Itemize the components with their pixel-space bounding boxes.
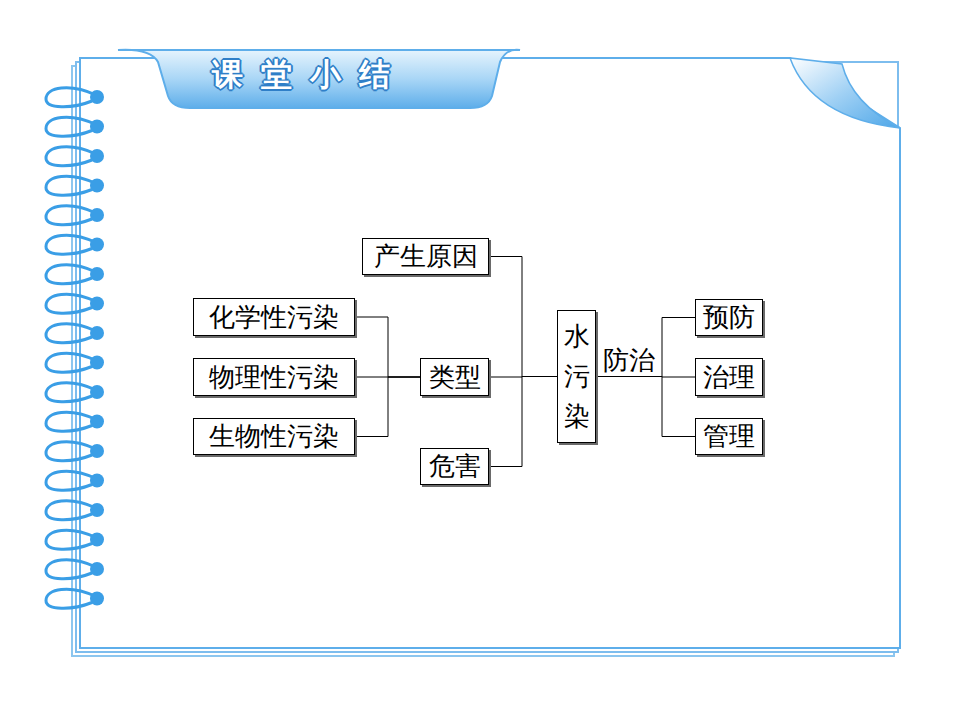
box-text: 化学性污染 [209,300,339,335]
concept-box: 化学性污染 [193,298,355,336]
bracket-connector [355,377,420,437]
box-text: 危害 [429,449,481,484]
spiral-hole [90,267,104,281]
spiral-hole [90,592,104,606]
spiral-ring [46,383,96,402]
spiral-ring [46,265,96,284]
spiral-ring [46,501,96,520]
spiral-ring [46,471,96,490]
box-text: 预防 [703,300,755,335]
bracket-connector [596,318,695,377]
slide-title: 课堂小结 [150,54,470,96]
spiral-hole [90,503,104,517]
concept-box: 管理 [695,418,763,455]
spiral-hole [90,179,104,193]
spiral-hole [90,444,104,458]
spiral-ring [46,412,96,431]
spiral-hole [90,120,104,134]
spiral-hole [90,415,104,429]
box-text: 类型 [429,360,481,395]
spiral-hole [90,562,104,576]
spiral-ring [46,117,96,136]
spiral-hole [90,90,104,104]
box-text: 物理性污染 [209,360,339,395]
spiral-ring [46,530,96,549]
concept-box: 治理 [695,358,763,396]
spiral-hole [90,356,104,370]
concept-box: 预防 [695,299,763,336]
concept-box: 生物性污染 [193,418,355,455]
spiral-hole [90,238,104,252]
edge-label: 防治 [603,343,655,378]
spiral-ring [46,88,96,107]
bracket-connector [489,377,557,467]
spiral-hole [90,149,104,163]
spiral-hole [90,326,104,340]
bracket-connector [355,377,420,378]
spiral-ring [46,324,96,343]
spiral-ring [46,206,96,225]
spiral-hole [90,533,104,547]
box-text: 管理 [703,419,755,454]
spiral-ring [46,442,96,461]
bracket-connector [489,257,557,377]
spiral-ring [46,589,96,608]
main-sheet [80,58,900,648]
bracket-connector [355,317,420,377]
box-text: 生物性污染 [209,419,339,454]
spiral-hole [90,474,104,488]
bracket-connector [596,376,695,378]
concept-box: 类型 [420,358,489,396]
concept-box: 产生原因 [362,238,489,275]
box-text: 治理 [703,360,755,395]
spiral-binding [46,88,104,609]
concept-box: 危害 [420,448,489,485]
spiral-ring [46,294,96,313]
box-text: 产生原因 [374,239,478,274]
spiral-hole [90,385,104,399]
page-curl [790,58,900,128]
spiral-hole [90,297,104,311]
bracket-connector [596,377,695,437]
spiral-ring [46,353,96,372]
topic-box: 水污染 [557,310,596,443]
spiral-ring [46,235,96,254]
box-text: 水污染 [563,317,591,437]
spiral-ring [46,560,96,579]
bracket-connector [489,376,557,378]
title-tab [118,50,520,108]
spiral-ring [46,176,96,195]
spiral-ring [46,147,96,166]
concept-box: 物理性污染 [193,358,355,396]
spiral-hole [90,208,104,222]
